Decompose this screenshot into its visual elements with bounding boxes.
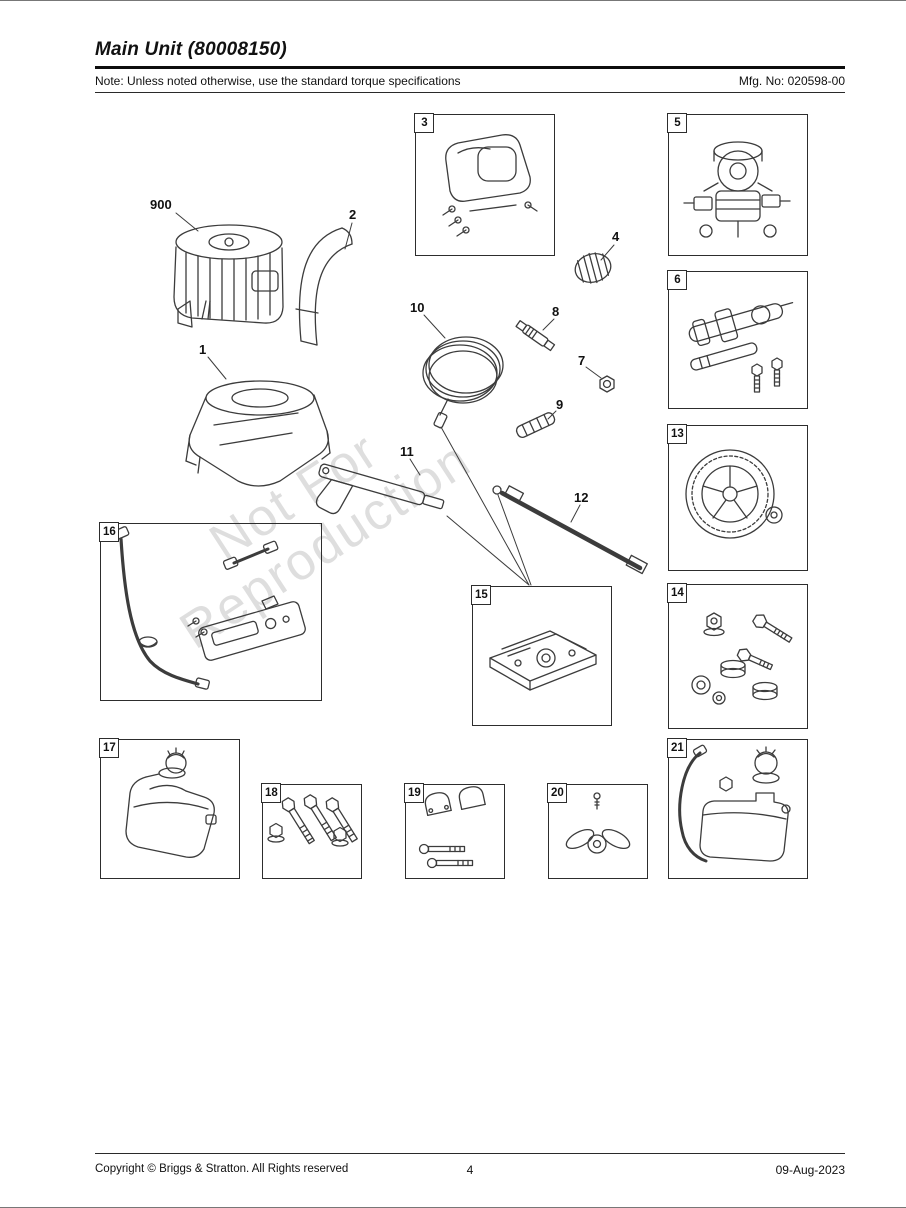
box-label-21: 21	[667, 738, 688, 759]
date-text: 09-Aug-2023	[775, 1163, 845, 1178]
subheader-divider	[95, 91, 845, 93]
part-box-15: 15	[471, 585, 612, 726]
page-title: Main Unit (80008150)	[95, 39, 287, 60]
header-divider	[95, 66, 845, 69]
box-label-19: 19	[404, 783, 425, 804]
callout-9: 9	[556, 397, 564, 412]
mfg-number: Mfg. No: 020598-00	[738, 73, 845, 88]
callout-900: 900	[150, 197, 172, 212]
part-box-3: 3	[414, 113, 555, 256]
part-box-18: 18	[261, 783, 362, 879]
callout-8: 8	[552, 304, 560, 319]
callout-11: 11	[400, 444, 414, 459]
frame-illustration	[185, 380, 331, 487]
footer-divider	[95, 1153, 845, 1155]
part-box-6: 6	[667, 270, 808, 409]
page-footer: Copyright © Briggs & Stratton. All Right…	[95, 1149, 845, 1177]
callout-12: 12	[574, 490, 589, 505]
part-box-20: 20	[547, 783, 648, 879]
engine-illustration	[173, 224, 284, 328]
coupler-illustration	[574, 252, 612, 284]
box-label-15: 15	[471, 585, 492, 606]
handle-illustration	[295, 227, 353, 346]
box-label-3: 3	[414, 113, 435, 134]
box-label-14: 14	[667, 583, 688, 604]
part-box-13: 13	[667, 424, 808, 571]
box-label-6: 6	[667, 270, 688, 291]
nut-illustration	[599, 375, 615, 393]
box-label-20: 20	[547, 783, 568, 804]
box-label-17: 17	[99, 738, 120, 759]
subheader: Note: Unless noted otherwise, use the st…	[95, 74, 845, 88]
part-box-17: 17	[99, 738, 240, 879]
box-label-13: 13	[667, 424, 688, 445]
callout-7: 7	[578, 353, 586, 368]
page-header: Main Unit (80008150) Note: Unless noted …	[95, 39, 845, 93]
part-box-14: 14	[667, 583, 808, 729]
part-box-19: 19	[404, 783, 505, 879]
callout-1: 1	[199, 342, 207, 357]
callout-4: 4	[612, 229, 620, 244]
page-number: 4	[466, 1163, 474, 1178]
box-label-18: 18	[261, 783, 282, 804]
part-box-5: 5	[667, 113, 808, 256]
copyright-text: Copyright © Briggs & Stratton. All Right…	[95, 1163, 349, 1176]
part-box-16: 16	[99, 522, 322, 701]
spray-gun-illustration	[315, 463, 445, 515]
hose-illustration	[422, 336, 504, 429]
callout-2: 2	[349, 207, 357, 222]
fitting-illustration	[515, 320, 556, 352]
callout-10: 10	[410, 300, 425, 315]
box-label-16: 16	[99, 522, 120, 543]
part-box-21: 21	[667, 738, 808, 879]
box-label-5: 5	[667, 113, 688, 134]
wand-illustration	[492, 485, 648, 575]
torque-note: Note: Unless noted otherwise, use the st…	[95, 73, 461, 88]
nozzle-rack-illustration	[515, 412, 556, 438]
